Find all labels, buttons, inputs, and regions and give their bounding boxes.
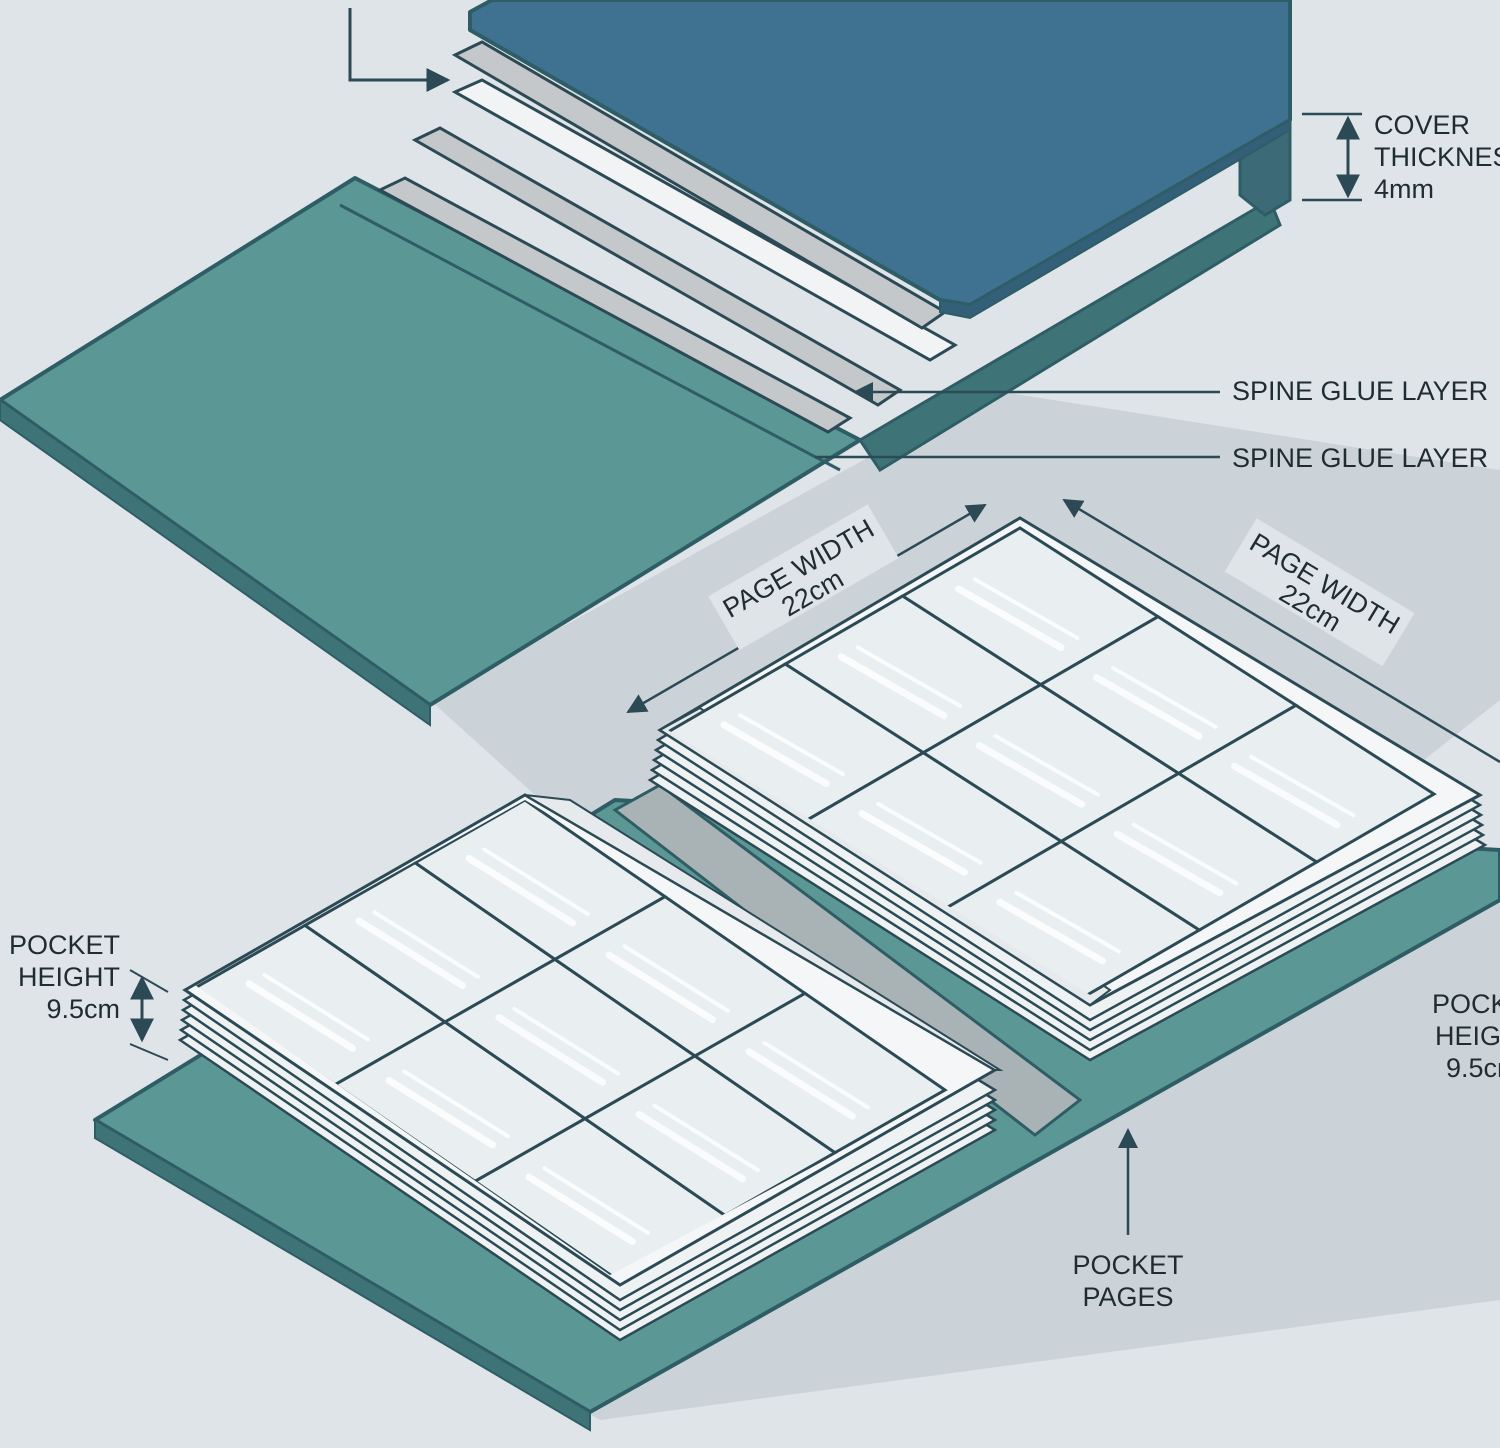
insert-layer	[411, 126, 903, 407]
pocket-glare	[1110, 666, 1218, 729]
pocket-glare	[1014, 890, 1121, 954]
pocket-glare	[993, 734, 1101, 797]
pocket-glare	[482, 847, 590, 917]
cover-thickness-line3: 4mm	[1374, 174, 1434, 204]
cover-thickness-line2: THICKNESS	[1374, 142, 1500, 172]
cover-thickness-line1: COVER	[1374, 110, 1470, 140]
pocket-glare	[402, 1069, 510, 1139]
pocket-glare	[972, 577, 1080, 641]
pocket-glare	[738, 713, 845, 777]
pocket-glare	[495, 1014, 606, 1086]
pocket-height-right-line1: POCKET	[1432, 989, 1500, 1019]
pocket-glare	[1131, 822, 1239, 886]
pocket-glare	[372, 910, 480, 979]
pocket-glare	[975, 742, 1086, 808]
card-pocket	[1175, 703, 1437, 864]
pocket-glare	[1248, 754, 1356, 818]
upper-cover-front-edge	[939, 118, 1291, 320]
pocket-glare	[542, 1166, 650, 1235]
pocket-glare	[635, 1110, 746, 1183]
card-pocket	[692, 991, 948, 1155]
spine-glue-callout-lower: SPINE GLUE LAYER	[815, 443, 1488, 473]
pocket-glare	[355, 917, 466, 990]
pocket-height-right-callout: POCKET HEIGHT 9.5cm	[1432, 989, 1500, 1083]
left-page-stack	[177, 793, 1004, 1342]
upper-cover-hinge-line	[339, 203, 841, 472]
cover-thickness-callout: COVER THICKNESS 4mm	[1302, 110, 1500, 204]
pocket-height-right-line3: 9.5cm	[1446, 1053, 1500, 1083]
pocket-glare	[858, 810, 968, 876]
pocket-height-left-callout: POCKET HEIGHT 9.5cm	[9, 930, 169, 1061]
pocket-glare	[512, 1006, 620, 1076]
pocket-height-right-line2: HEIGHT	[1435, 1021, 1500, 1051]
pocket-height-left-line2: HEIGHT	[18, 962, 120, 992]
pocket-glare	[1113, 830, 1224, 897]
pocket-glare	[745, 1048, 856, 1120]
left-page-binding-strip	[524, 794, 1004, 1071]
insert-pointer-arrow	[348, 8, 451, 92]
pocket-glare	[245, 980, 356, 1052]
upper-binder	[0, 0, 1292, 727]
pocket-glare	[1231, 762, 1341, 829]
insert-layer	[376, 176, 853, 434]
pocket-glare	[385, 1076, 496, 1149]
spine-glue-callout-upper: SPINE GLUE LAYER	[853, 376, 1488, 406]
pocket-pages-line1: POCKET	[1072, 1250, 1183, 1280]
upper-spine-base	[857, 197, 1282, 473]
pocket-glare	[1093, 674, 1203, 740]
spine-glue-lower-label: SPINE GLUE LAYER	[1232, 443, 1488, 473]
pocket-glare	[762, 1040, 870, 1110]
spine-glue-upper-label: SPINE GLUE LAYER	[1232, 376, 1488, 406]
pocket-glare	[605, 951, 716, 1024]
pocket-height-left-line3: 9.5cm	[46, 994, 120, 1024]
pocket-pages-callout: POCKET PAGES	[1072, 1128, 1184, 1312]
pocket-pages-line2: PAGES	[1082, 1282, 1173, 1312]
insert-layer	[451, 78, 958, 362]
pocket-glare	[262, 972, 370, 1042]
upper-open-cover-edge	[0, 398, 431, 727]
pocket-glare	[652, 1103, 760, 1173]
lower-binder-cover-edge	[94, 1118, 591, 1432]
pocket-glare	[622, 944, 730, 1013]
pocket-glare	[996, 898, 1106, 965]
pocket-height-left-line1: POCKET	[9, 930, 120, 960]
pocket-glare	[465, 854, 576, 927]
left-pocket-grid	[195, 800, 948, 1275]
pocket-glare	[525, 1173, 636, 1246]
pocket-glare	[876, 802, 983, 865]
pocket-glare	[720, 721, 830, 788]
